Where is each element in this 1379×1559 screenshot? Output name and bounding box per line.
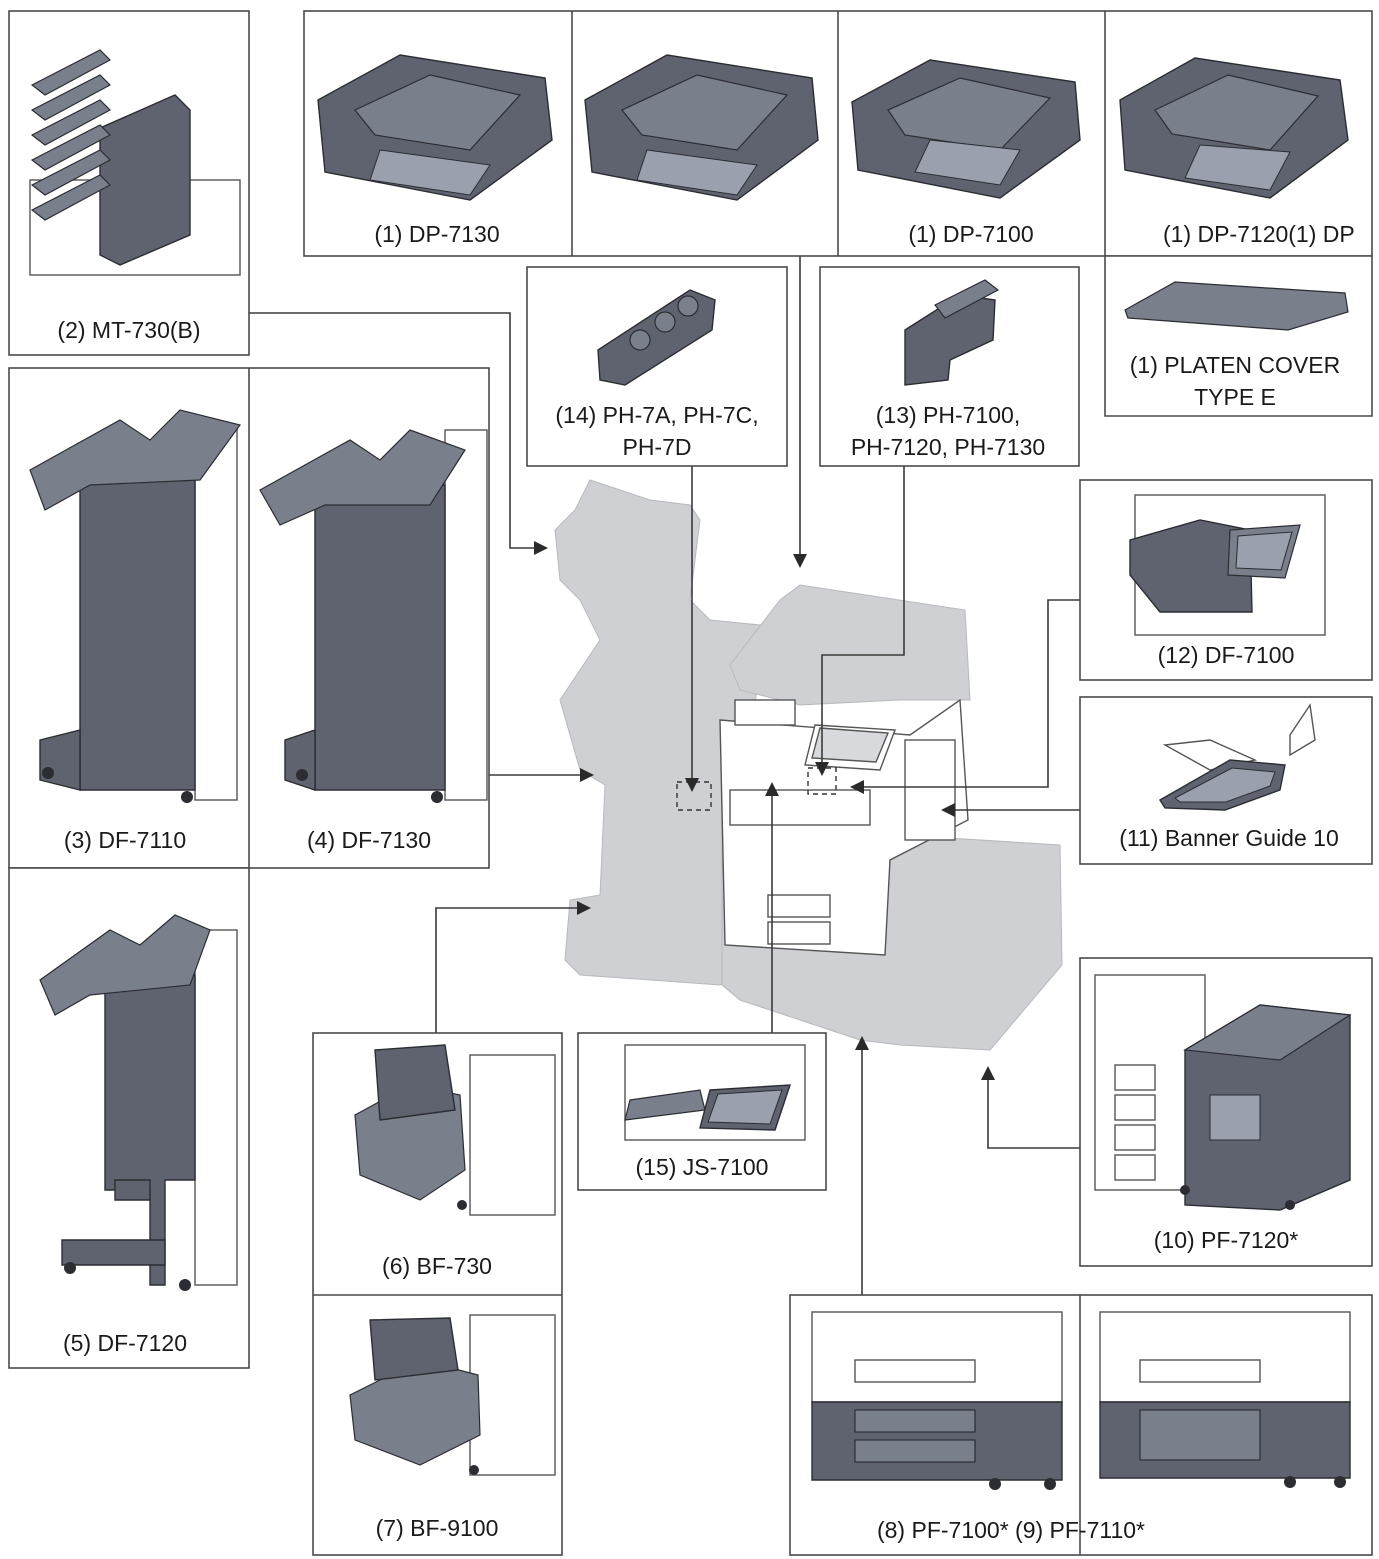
printer-body-icon [554, 479, 1063, 1051]
punch-location-marker [676, 781, 712, 811]
job-separator-icon [624, 1044, 806, 1141]
document-processor-icon [851, 59, 1081, 199]
paper-feeder-icon [1099, 1311, 1351, 1488]
label-df-7120: (5) DF-7120 [63, 1330, 187, 1356]
pf-7120-box: (10) PF-7120* [1079, 957, 1373, 1267]
dp-row: (1) DP-7130 (1) DP-7100 (1) DP-7120(1) D… [303, 10, 1373, 257]
label-js-7100: (15) JS-7100 [636, 1154, 769, 1180]
bf-box: (6) BF-730 (7) BF-9100 [312, 1032, 563, 1556]
finisher-icon [39, 914, 238, 1291]
label-bf-730: (6) BF-730 [382, 1253, 492, 1279]
df-7120-box: (5) DF-7120 [8, 867, 250, 1369]
js-7100-box: (15) JS-7100 [577, 1032, 827, 1191]
label-dp-7130: (1) DP-7130 [374, 221, 499, 247]
label-df-7100: (12) DF-7100 [1158, 642, 1295, 668]
document-processor-icon [1119, 57, 1349, 199]
banner-guide-box: (11) Banner Guide 10 [1079, 696, 1373, 865]
banner-guide-icon [1159, 703, 1316, 811]
label-platen-cover-type: TYPE E [1194, 384, 1276, 410]
label-dp-7100: (1) DP-7100 [908, 221, 1033, 247]
document-processor-icon [584, 54, 819, 201]
label-bf-9100: (7) BF-9100 [376, 1515, 499, 1541]
label-banner-guide: (11) Banner Guide 10 [1119, 825, 1339, 851]
label-ph-7a: (14) PH-7A, PH-7C, [555, 402, 758, 428]
inner-finisher-icon [1129, 494, 1326, 636]
label-dp-7120: (1) DP-7120(1) DP [1163, 221, 1355, 247]
punch-unit-icon [904, 279, 1000, 386]
mt-730-box: (2) MT-730(B) [8, 10, 250, 356]
platen-cover-icon [1124, 281, 1349, 331]
platen-cover-box: (1) PLATEN COVER TYPE E [1104, 255, 1373, 417]
label-df-7110: (3) DF-7110 [64, 827, 186, 853]
label-ph-7120-7130: PH-7120, PH-7130 [851, 434, 1045, 460]
label-ph-7100: (13) PH-7100, [876, 402, 1020, 428]
paper-feeder-icon [811, 1311, 1063, 1490]
document-processor-icon [317, 54, 553, 201]
label-platen-cover: (1) PLATEN COVER [1130, 352, 1340, 378]
connector-lines [249, 256, 1080, 1295]
ph-7100-box: (13) PH-7100, PH-7120, PH-7130 [819, 266, 1080, 467]
large-capacity-feeder-icon [1094, 974, 1352, 1211]
df-7100-box: (12) DF-7100 [1079, 479, 1373, 681]
label-ph-7d: PH-7D [622, 434, 691, 460]
punch-unit-icon [597, 289, 716, 386]
label-pf-7100-7110: (8) PF-7100* (9) PF-7110* [877, 1517, 1145, 1543]
df-7110-7130-box: (3) DF-7110 (4) DF-7130 [8, 367, 490, 869]
ph-7a-box: (14) PH-7A, PH-7C, PH-7D [526, 266, 788, 467]
mailbox-tray-icon [29, 49, 241, 276]
label-df-7130: (4) DF-7130 [307, 827, 431, 853]
booklet-folder-icon [349, 1314, 556, 1476]
booklet-folder-icon [354, 1044, 556, 1216]
label-mt-730: (2) MT-730(B) [57, 317, 200, 343]
pf-7100-7110-box: (8) PF-7100* (9) PF-7110* [789, 1294, 1373, 1556]
finisher-icon [259, 429, 488, 803]
label-pf-7120: (10) PF-7120* [1154, 1227, 1299, 1253]
finisher-icon [29, 409, 242, 803]
